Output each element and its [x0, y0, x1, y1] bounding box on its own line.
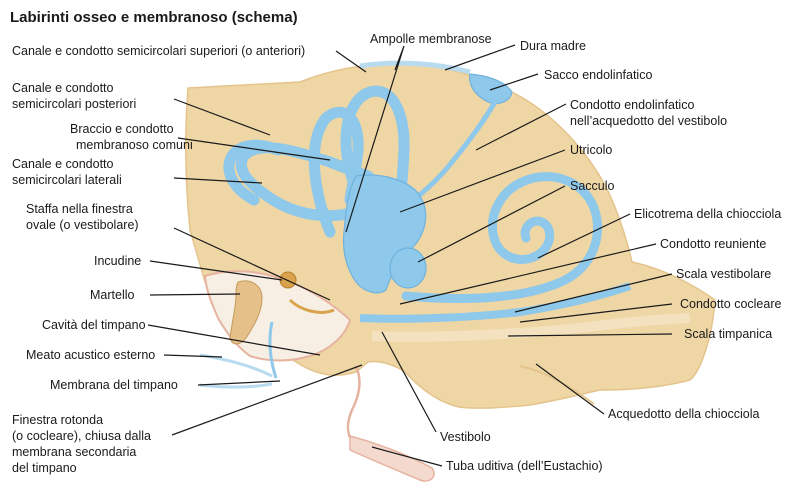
diagram-title: Labirinti osseo e membranoso (schema)	[10, 9, 298, 26]
saccule	[389, 247, 427, 289]
leader-lines	[147, 44, 673, 467]
label-canale-laterale-2: semicircolari laterali	[12, 173, 122, 187]
cochlea	[401, 172, 602, 303]
membranous-canals	[223, 85, 410, 238]
label-tuba: Tuba uditiva (dell’Eustachio)	[446, 459, 603, 473]
label-condotto-cocleare: Condotto cocleare	[680, 297, 782, 311]
label-canale-superiore: Canale e condotto semicircolari superior…	[12, 44, 305, 58]
label-staffa-2: ovale (o vestibolare)	[26, 218, 139, 232]
label-vestibolo: Vestibolo	[440, 430, 491, 444]
label-cavita-timpano: Cavità del timpano	[42, 318, 146, 332]
round-window-lining	[346, 365, 361, 447]
label-meato: Meato acustico esterno	[26, 348, 155, 362]
eustachian-tube	[349, 435, 435, 482]
label-sacculo: Sacculo	[570, 179, 615, 193]
label-canale-posteriore-2: semicircolari posteriori	[12, 97, 136, 111]
endolymphatic-sac	[469, 73, 513, 105]
label-finestra-rotonda-4: del timpano	[12, 461, 77, 475]
label-membrana-timpano: Membrana del timpano	[50, 378, 178, 392]
label-martello: Martello	[90, 288, 135, 302]
label-dura-madre: Dura madre	[520, 39, 586, 53]
label-finestra-rotonda-1: Finestra rotonda	[12, 413, 103, 427]
label-acquedotto-chiocciola: Acquedotto della chiocciola	[608, 407, 760, 421]
label-scala-timpanica: Scala timpanica	[684, 327, 772, 341]
label-incudine: Incudine	[94, 254, 141, 268]
vestibule	[342, 174, 427, 294]
stapes	[288, 298, 335, 314]
tympanic-membrane	[268, 321, 278, 379]
label-ampolle: Ampolle membranose	[370, 32, 492, 46]
label-condotto-reuniente: Condotto reuniente	[660, 237, 766, 251]
label-canale-laterale-1: Canale e condotto	[12, 157, 114, 171]
label-sacco-endolinfatico: Sacco endolinfatico	[544, 68, 652, 82]
label-finestra-rotonda-2: (o cocleare), chiusa dalla	[12, 429, 151, 443]
cochlear-duct	[359, 282, 632, 323]
label-staffa-1: Staffa nella finestra	[26, 202, 133, 216]
anatomy-artwork	[185, 60, 716, 482]
label-elicotrema: Elicotrema della chiocciola	[634, 207, 781, 221]
label-condotto-endolinfatico-1: Condotto endolinfatico	[570, 98, 694, 112]
label-utricolo: Utricolo	[570, 143, 612, 157]
label-finestra-rotonda-3: membrana secondaria	[12, 445, 136, 459]
dura-mater	[359, 60, 471, 75]
label-braccio-2: membranoso comuni	[76, 138, 193, 152]
label-scala-vestibolare: Scala vestibolare	[676, 267, 771, 281]
label-canale-posteriore-1: Canale e condotto	[12, 81, 114, 95]
scala-tympani	[371, 313, 691, 342]
label-braccio-1: Braccio e condotto	[70, 122, 174, 136]
label-condotto-endolinfatico-2: nell’acquedotto del vestibolo	[570, 114, 727, 128]
labels: Canale e condotto semicircolari superior…	[12, 32, 782, 475]
